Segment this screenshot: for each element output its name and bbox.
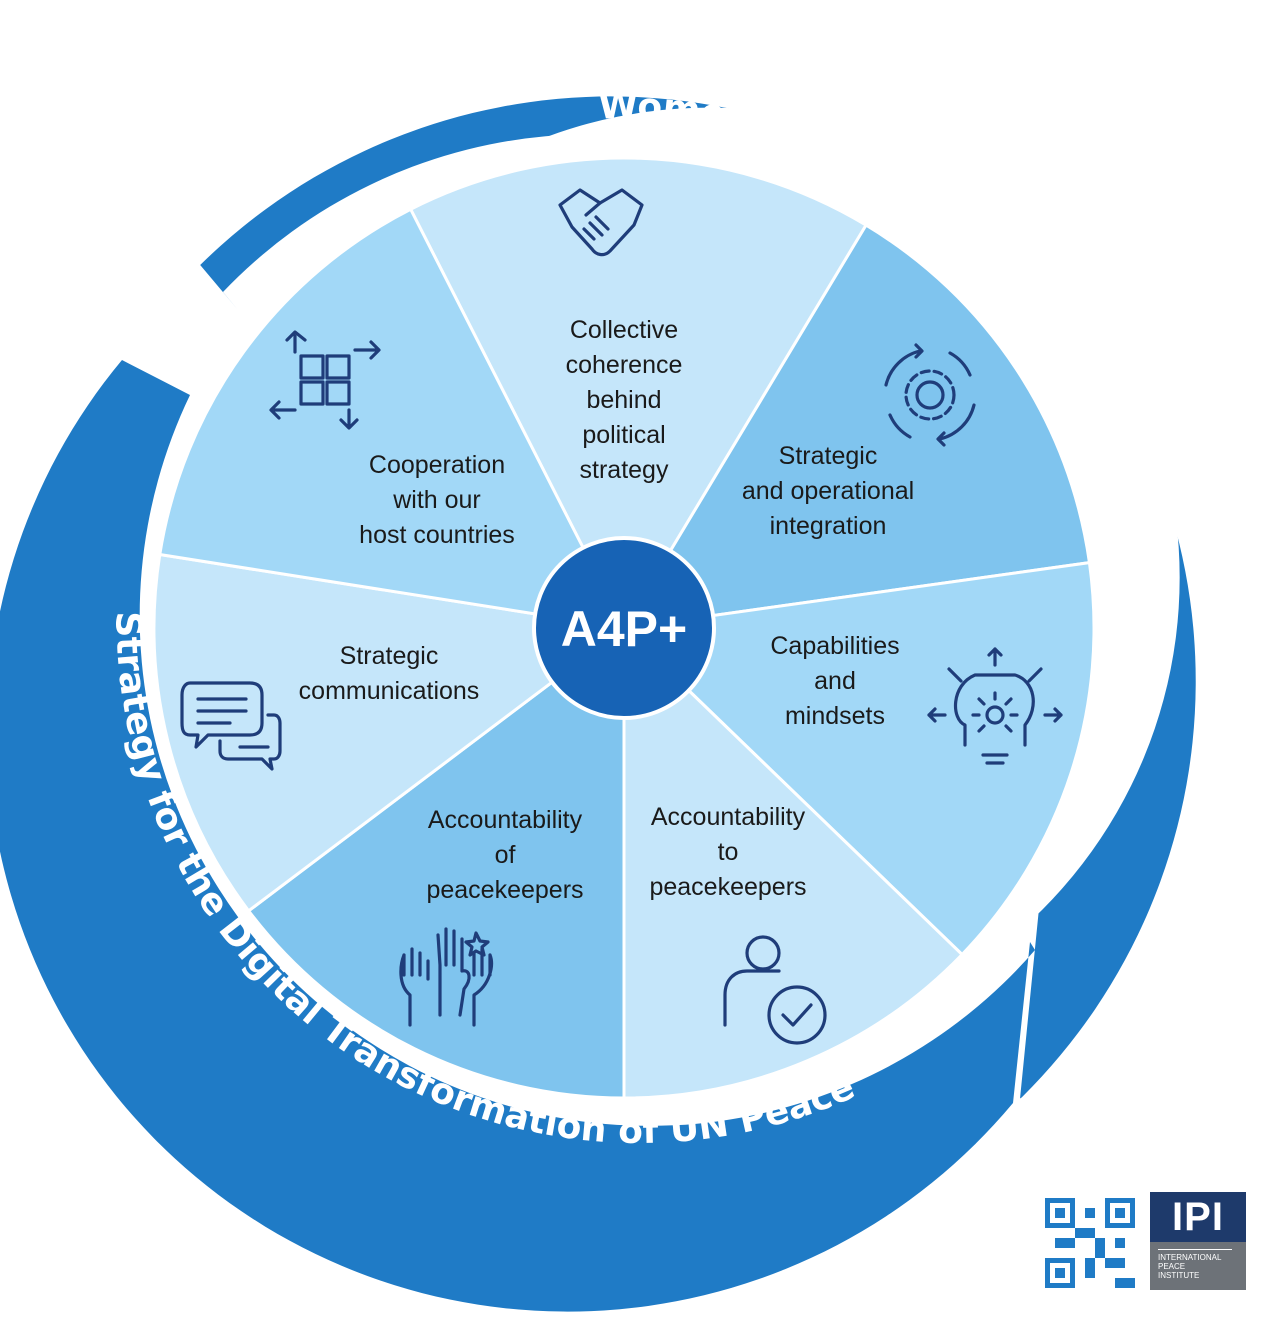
gear-cycle-icon	[884, 343, 976, 447]
hub: A4P+	[532, 536, 716, 720]
segment-label-line: Collective	[570, 316, 678, 344]
chat-bubbles-icon	[180, 681, 282, 771]
raised-hands-icon	[399, 927, 494, 1027]
ipi-logo: IPI INTERNATIONAL PEACE INSTITUTE	[1150, 1192, 1246, 1290]
arc-band-bottom	[0, 360, 1035, 1312]
segment-label-accountability-to: Accountability to peacekeepers	[649, 803, 806, 901]
logo-line-1: INTERNATIONAL	[1158, 1253, 1222, 1262]
segment-label-line: peacekeepers	[649, 873, 806, 901]
segment-label-line: communications	[299, 677, 480, 705]
segment-label-collective: Collective coherence behind political strate…	[566, 316, 683, 484]
segment-label-capabilities: Capabilities and mindsets	[770, 632, 899, 730]
segment-label-line: integration	[770, 512, 887, 540]
segment-label-line: Strategic	[779, 442, 878, 470]
ipi-logo-full: INTERNATIONAL PEACE INSTITUTE	[1150, 1242, 1246, 1290]
segment-label-accountability-of: Accountability of peacekeepers	[426, 806, 583, 904]
segment-integration	[621, 223, 1092, 630]
segment-capabilities	[620, 560, 1096, 957]
segment-label-line: host countries	[359, 521, 515, 549]
segment-label-integration: Strategic and operational integration	[742, 442, 914, 540]
segment-label-communications: Strategic communications	[299, 642, 480, 705]
arc-band-top	[200, 96, 1196, 1099]
segment-label-line: with our	[392, 486, 481, 514]
segment-label-line: political	[582, 421, 665, 449]
segment-label-line: behind	[586, 386, 661, 414]
logo-divider	[1158, 1249, 1232, 1250]
hub-label: A4P+	[561, 601, 687, 657]
qr-code	[1045, 1198, 1135, 1288]
logo-line-2: PEACE	[1158, 1262, 1186, 1271]
segment-label-line: peacekeepers	[426, 876, 583, 904]
puzzle-hands-icon	[269, 330, 381, 430]
handshake-icon	[558, 188, 644, 257]
segment-label-line: Cooperation	[369, 451, 505, 479]
segment-accountability-of	[246, 624, 626, 1100]
wheel: Collective coherence behind political strate…	[152, 156, 1096, 1100]
segment-collective	[408, 156, 869, 632]
segment-label-line: and	[814, 667, 856, 695]
head-gear-arrows-icon	[927, 647, 1063, 765]
segment-accountability-to	[622, 624, 965, 1100]
segment-label-line: Accountability	[428, 806, 583, 834]
hub-circle	[532, 536, 716, 720]
segment-label-line: and operational	[742, 477, 914, 505]
segment-label-line: of	[495, 841, 516, 869]
segment-communications	[152, 552, 628, 913]
ipi-logo-short: IPI	[1150, 1192, 1246, 1242]
person-check-icon	[723, 935, 827, 1045]
segment-label-line: Strategic	[340, 642, 439, 670]
qr-code-pattern	[1045, 1198, 1135, 1288]
logo-line-3: INSTITUTE	[1158, 1271, 1200, 1280]
segment-label-line: strategy	[580, 456, 669, 484]
segment-label-line: coherence	[566, 351, 683, 379]
segment-label-line: Accountability	[651, 803, 806, 831]
segment-label-line: mindsets	[785, 702, 885, 730]
segment-label-line: to	[718, 838, 739, 866]
segment-label-cooperation: Cooperation with our host countries	[359, 451, 515, 549]
segment-label-line: Capabilities	[770, 632, 899, 660]
segment-cooperation	[158, 207, 627, 630]
